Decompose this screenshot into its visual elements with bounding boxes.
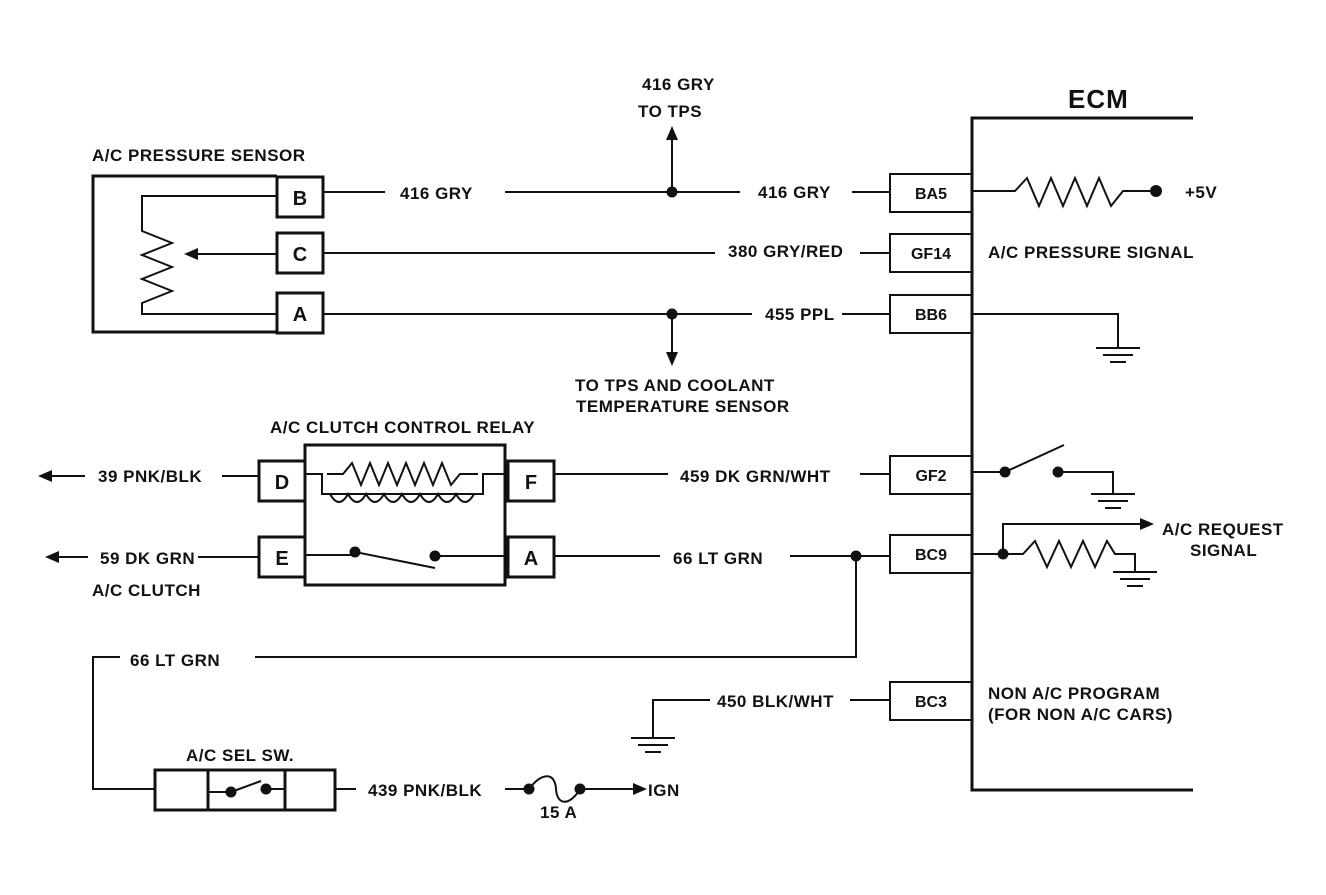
relay-pin-f: F — [506, 459, 556, 503]
relay-pin-label: A — [524, 548, 538, 570]
to-tps-coolant-label-2: TEMPERATURE SENSOR — [576, 397, 790, 416]
wire-439-pnk-blk: 439 PNK/BLK — [335, 781, 528, 800]
ecm-block: ECM BA5 GF14 BB6 GF2 BC9 BC3 — [889, 84, 1284, 792]
wire-455-ppl: 455 PPL TO TPS AND COOLANT TEMPERATURE S… — [323, 305, 890, 416]
wire-label: 439 PNK/BLK — [368, 781, 482, 800]
ign-label: IGN — [648, 781, 680, 800]
ecm-pin-bc9: BC9 — [889, 534, 973, 574]
wire-label: 416 GRY — [758, 183, 831, 202]
ecm-pin-label: BC9 — [915, 547, 947, 564]
sensor-pin-label: B — [293, 188, 307, 210]
ecm-pin-bb6: BB6 — [889, 294, 973, 334]
wire-39-pnk-blk: 39 PNK/BLK — [38, 467, 259, 486]
pressure-sensor-title: A/C PRESSURE SENSOR — [92, 146, 306, 165]
relay-title: A/C CLUTCH CONTROL RELAY — [270, 418, 535, 437]
sensor-pin-a: A — [275, 291, 325, 335]
wire-label: 455 PPL — [765, 305, 835, 324]
relay-pin-e: E — [257, 535, 307, 579]
relay-pin-label: D — [275, 472, 289, 494]
ecm-pin-label: BC3 — [915, 694, 947, 711]
ac-clutch-label: A/C CLUTCH — [92, 581, 201, 600]
wire-59-dk-grn: 59 DK GRN A/C CLUTCH — [45, 549, 259, 600]
ecm-pin-label: GF14 — [911, 246, 951, 263]
ecm-title: ECM — [1068, 84, 1129, 114]
ac-request-label-2: SIGNAL — [1190, 541, 1257, 560]
to-tps-coolant-label-1: TO TPS AND COOLANT — [575, 376, 775, 395]
clutch-relay: A/C CLUTCH CONTROL RELAY D E F A — [257, 418, 556, 587]
wire-label: 416 GRY — [642, 75, 715, 94]
selector-title: A/C SEL SW. — [186, 746, 294, 765]
sensor-pin-b: B — [275, 175, 325, 219]
sensor-pin-label: C — [293, 244, 307, 266]
wire-label: 450 BLK/WHT — [717, 692, 834, 711]
wire-459-dk-grn-wht: 459 DK GRN/WHT — [554, 467, 890, 486]
ecm-pin-label: BA5 — [915, 186, 947, 203]
wire-label: 59 DK GRN — [100, 549, 195, 568]
ecm-pin-gf2: GF2 — [889, 455, 973, 495]
wire-66-lt-grn: 66 LT GRN 66 LT GRN — [92, 549, 890, 790]
wire-450-blk-wht: 450 BLK/WHT — [631, 692, 890, 753]
ecm-pin-bc3: BC3 — [889, 681, 973, 721]
ecm-request-circuit: A/C REQUEST SIGNAL — [972, 518, 1284, 587]
fuse-icon: 15 A IGN — [523, 775, 680, 822]
relay-pin-a: A — [506, 535, 556, 579]
non-ac-program-label-2: (FOR NON A/C CARS) — [988, 705, 1173, 724]
plus-5v-label: +5V — [1185, 183, 1217, 202]
wire-label: 416 GRY — [400, 184, 473, 203]
ecm-pin-label: GF2 — [915, 468, 946, 485]
ac-request-label-1: A/C REQUEST — [1162, 520, 1284, 539]
relay-pin-d: D — [257, 459, 307, 503]
ac-selector-switch: A/C SEL SW. — [153, 746, 337, 812]
relay-pin-label: F — [525, 472, 537, 494]
wire-label: 39 PNK/BLK — [98, 467, 202, 486]
ecm-pin-label: BB6 — [915, 307, 947, 324]
wire-380-gry-red: 380 GRY/RED — [323, 242, 890, 261]
wire-label: 66 LT GRN — [673, 549, 763, 568]
ecm-pin-ba5: BA5 — [889, 173, 973, 213]
pressure-sensor: A/C PRESSURE SENSOR B C A — [91, 146, 325, 335]
non-ac-program-label-1: NON A/C PROGRAM — [988, 684, 1160, 703]
to-tps-label: TO TPS — [638, 102, 702, 121]
ecm-internal-switch — [972, 444, 1135, 509]
wire-416-gry: 416 GRY 416 GRY 416 GRY TO TPS — [323, 75, 890, 203]
ground-icon — [972, 313, 1140, 363]
relay-pin-label: E — [275, 548, 288, 570]
sensor-pin-label: A — [293, 304, 307, 326]
ecm-pin-gf14: GF14 — [889, 233, 973, 273]
wire-label: 380 GRY/RED — [728, 242, 843, 261]
ac-pressure-signal-label: A/C PRESSURE SIGNAL — [988, 243, 1194, 262]
sensor-pin-c: C — [275, 231, 325, 275]
fuse-rating-label: 15 A — [540, 803, 577, 822]
pullup-resistor: +5V — [972, 175, 1217, 209]
wire-label: 459 DK GRN/WHT — [680, 467, 831, 486]
wire-label: 66 LT GRN — [130, 651, 220, 670]
